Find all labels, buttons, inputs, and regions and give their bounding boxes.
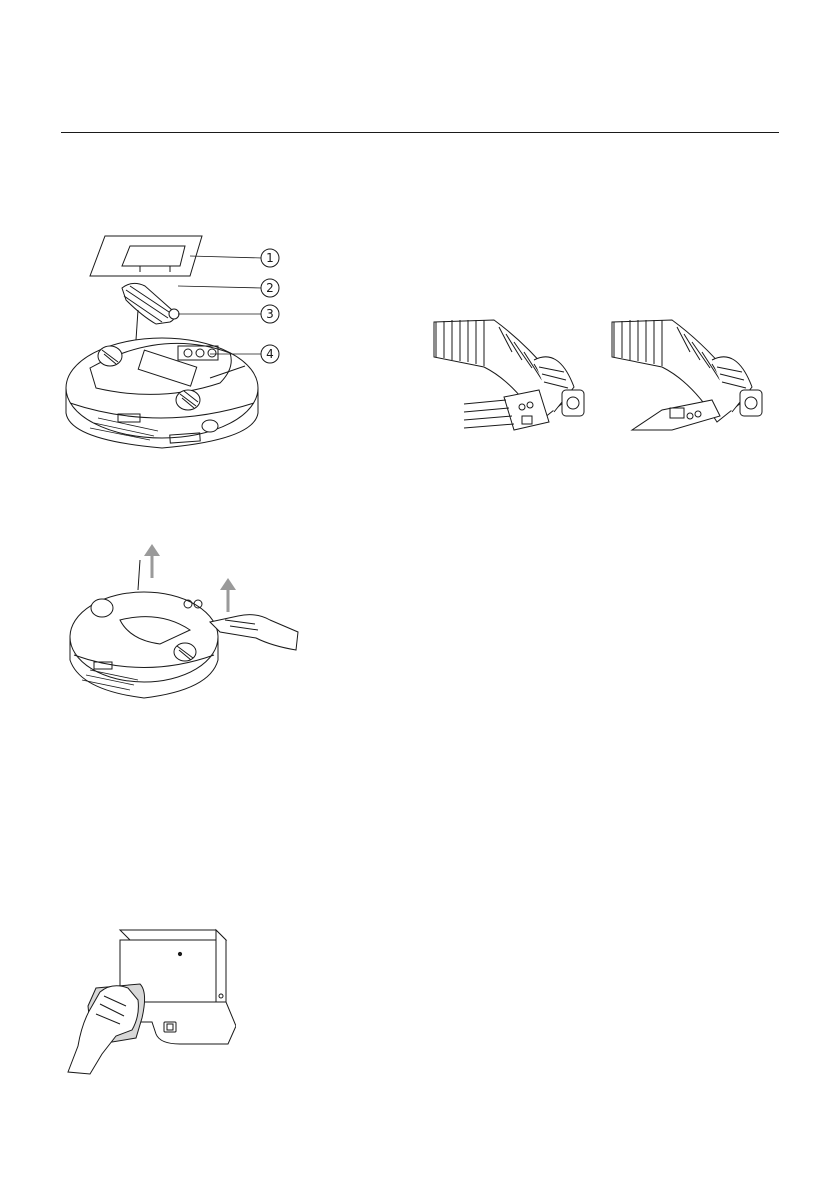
- lift-parts-figure: [60, 540, 304, 708]
- callout-4: 4: [261, 345, 279, 363]
- callout-1: 1: [261, 249, 279, 267]
- exploded-view-figure: 1 2 3 4: [60, 228, 300, 458]
- lift-parts-illustration: [60, 540, 304, 708]
- top-rule: [61, 132, 779, 133]
- cover-plate-icon: [90, 236, 202, 276]
- dock-cleaning-figure: [60, 926, 236, 1078]
- brush-with-comb-icon: [434, 320, 584, 430]
- hand-icon: [210, 615, 298, 650]
- brush-cleaning-illustration: [414, 312, 784, 464]
- svg-text:4: 4: [266, 347, 274, 361]
- brush-with-clip-icon: [612, 320, 762, 430]
- svg-text:2: 2: [266, 281, 274, 295]
- up-arrow-icon: [144, 544, 160, 578]
- robot-body-icon: [66, 338, 258, 448]
- svg-text:1: 1: [266, 251, 274, 265]
- callout-3: 3: [261, 305, 279, 323]
- svg-text:3: 3: [266, 307, 274, 321]
- callout-2: 2: [261, 279, 279, 297]
- exploded-view-illustration: 1 2 3 4: [60, 228, 300, 458]
- roller-brush-icon: [122, 283, 179, 324]
- hand-icon: [68, 986, 138, 1074]
- brush-cleaning-figure: [414, 312, 784, 464]
- up-arrow-icon: [220, 578, 236, 612]
- dock-cleaning-illustration: [60, 926, 236, 1078]
